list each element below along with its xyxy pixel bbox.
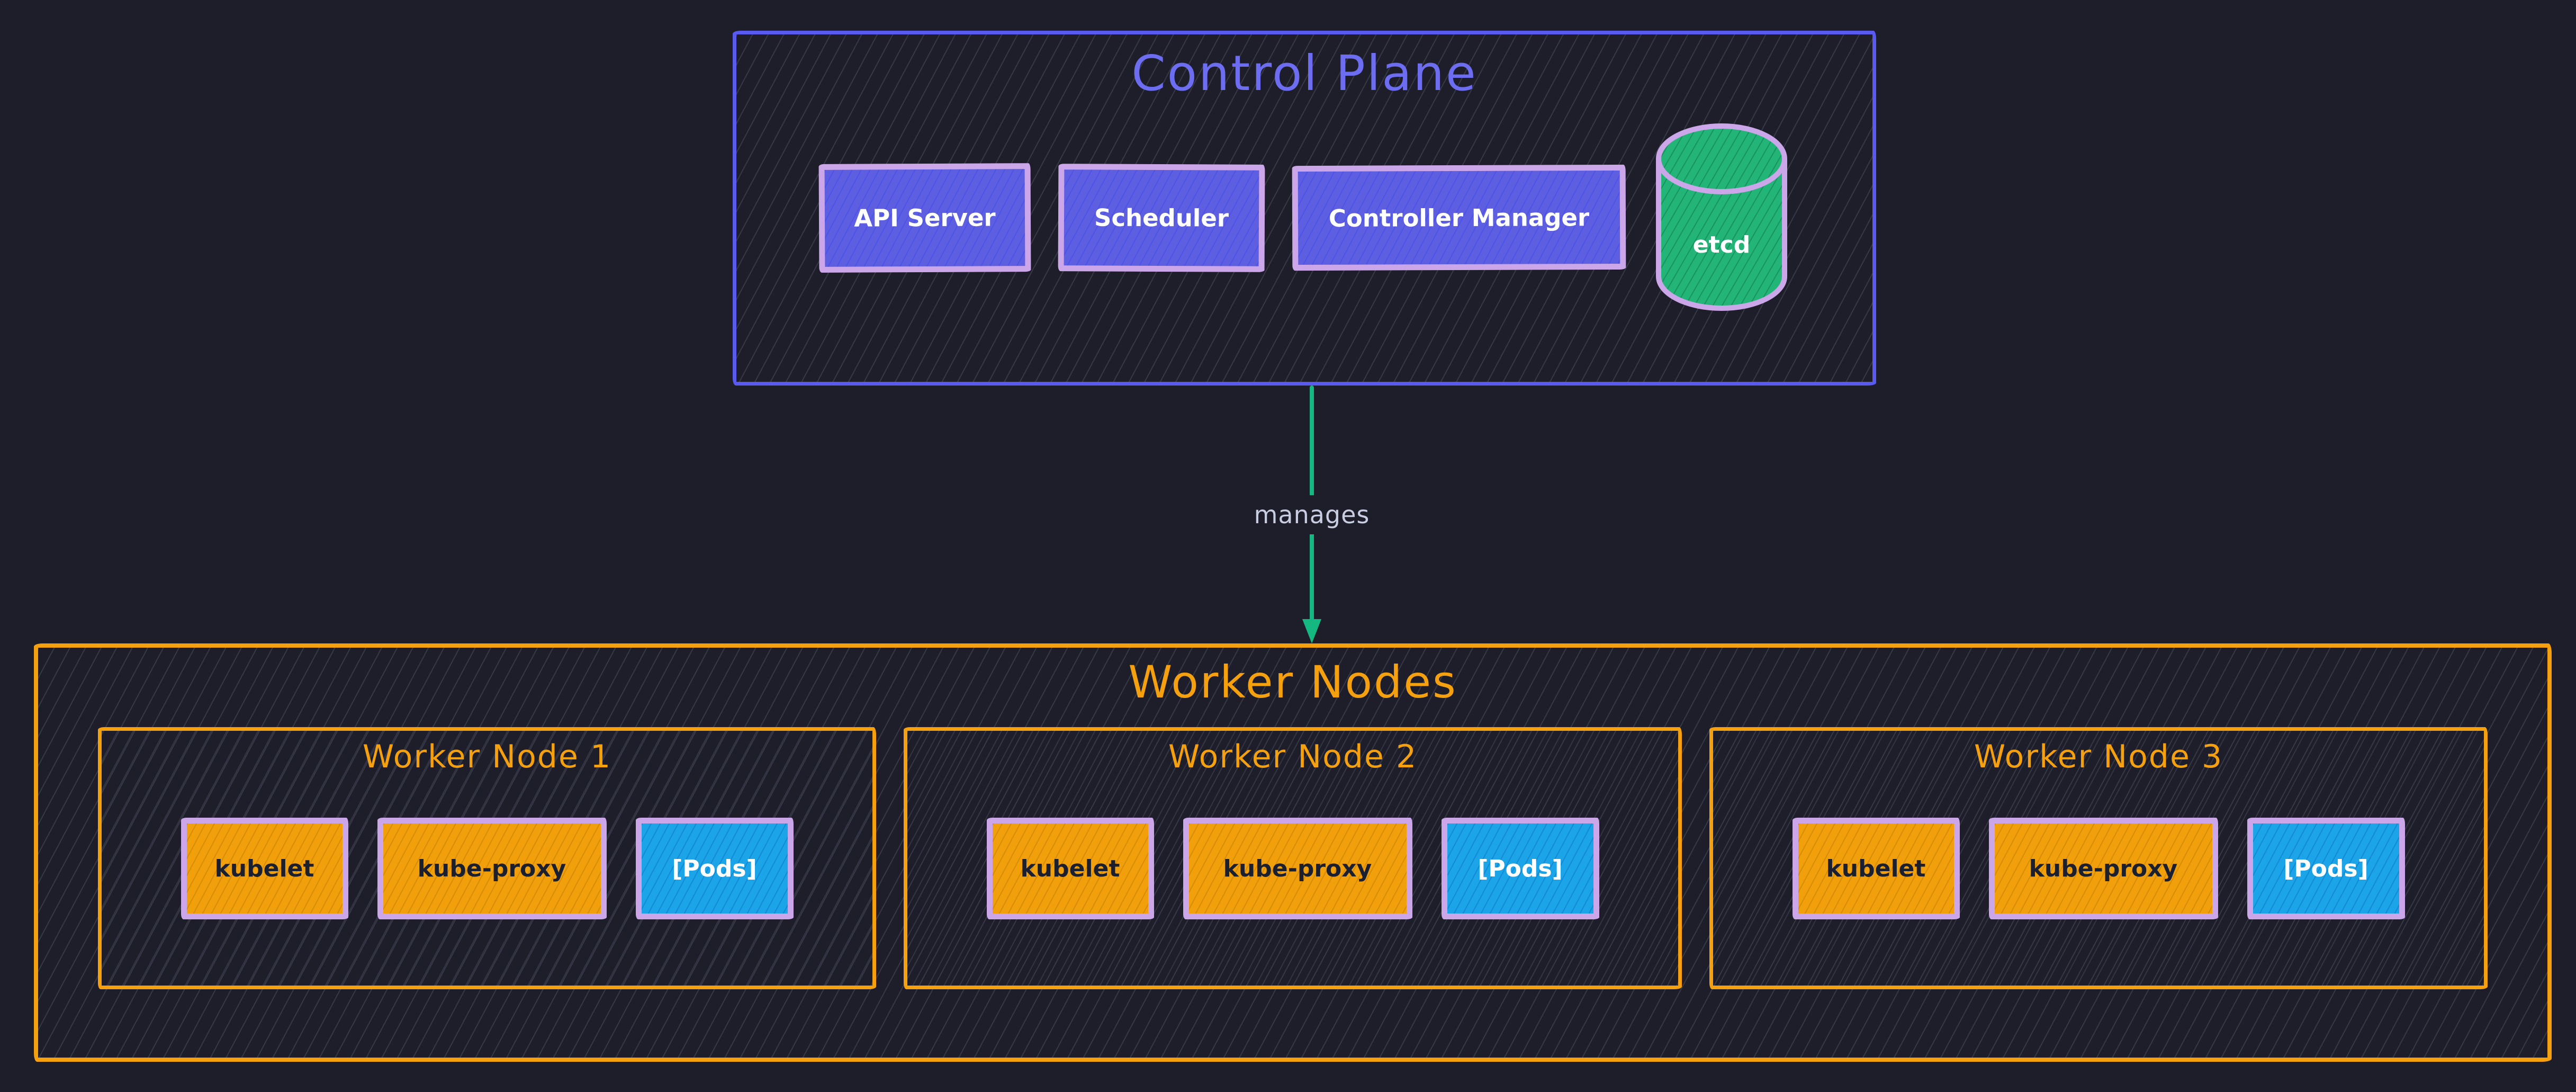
node-label: [Pods] bbox=[1478, 855, 1563, 882]
worker-node-2: Worker Node 2 kubelet kube-proxy [Pods] bbox=[904, 727, 1682, 989]
node-kube-proxy: kube-proxy bbox=[1183, 818, 1412, 919]
node-label: [Pods] bbox=[672, 855, 757, 882]
node-kube-proxy: kube-proxy bbox=[377, 818, 607, 919]
worker-nodes-group: Worker Nodes Worker Node 1 kubelet kube-… bbox=[34, 643, 2552, 1062]
control-plane-group: Control Plane API Server Scheduler Contr… bbox=[733, 31, 1876, 386]
node-label: [Pods] bbox=[2283, 855, 2368, 882]
worker-node-components-row: kubelet kube-proxy [Pods] bbox=[181, 818, 794, 919]
node-label: kubelet bbox=[1826, 855, 1926, 882]
node-label: kube-proxy bbox=[1223, 855, 1372, 882]
arrow-head-icon bbox=[1302, 619, 1321, 643]
worker-node-title: Worker Node 1 bbox=[362, 738, 612, 775]
node-controller-manager: Controller Manager bbox=[1292, 164, 1626, 271]
node-label: kubelet bbox=[1020, 855, 1120, 882]
node-label: kube-proxy bbox=[417, 855, 566, 882]
control-plane-components-row: API Server Scheduler Controller Manager bbox=[818, 121, 1790, 315]
node-label: API Server bbox=[854, 203, 996, 232]
node-label: kube-proxy bbox=[2029, 855, 2178, 882]
node-kube-proxy: kube-proxy bbox=[1988, 818, 2218, 919]
control-plane-title: Control Plane bbox=[1131, 45, 1478, 102]
node-label: kubelet bbox=[214, 855, 314, 882]
worker-node-components-row: kubelet kube-proxy [Pods] bbox=[986, 818, 1599, 919]
worker-node-1: Worker Node 1 kubelet kube-proxy [Pods] bbox=[98, 727, 876, 989]
node-kubelet: kubelet bbox=[1792, 818, 1960, 919]
worker-node-title: Worker Node 2 bbox=[1168, 738, 1418, 775]
worker-node-title: Worker Node 3 bbox=[1974, 738, 2223, 775]
node-api-server: API Server bbox=[818, 163, 1031, 273]
node-scheduler: Scheduler bbox=[1058, 163, 1265, 272]
worker-node-3: Worker Node 3 kubelet kube-proxy [Pods] bbox=[1709, 727, 2488, 989]
node-pods: [Pods] bbox=[1441, 818, 1599, 919]
database-cylinder-icon bbox=[1656, 123, 1787, 311]
node-label: etcd bbox=[1692, 231, 1751, 258]
node-label: Controller Manager bbox=[1328, 203, 1590, 232]
node-kubelet: kubelet bbox=[181, 818, 348, 919]
node-pods: [Pods] bbox=[635, 818, 794, 919]
manages-edge: manages bbox=[1242, 386, 1382, 643]
node-etcd: etcd bbox=[1653, 121, 1790, 315]
worker-nodes-title: Worker Nodes bbox=[1128, 656, 1457, 708]
node-kubelet: kubelet bbox=[986, 818, 1154, 919]
node-pods: [Pods] bbox=[2247, 818, 2405, 919]
node-label: Scheduler bbox=[1094, 203, 1229, 232]
worker-nodes-row: Worker Node 1 kubelet kube-proxy [Pods] … bbox=[98, 727, 2488, 989]
worker-node-components-row: kubelet kube-proxy [Pods] bbox=[1792, 818, 2405, 919]
edge-label: manages bbox=[1242, 495, 1382, 534]
